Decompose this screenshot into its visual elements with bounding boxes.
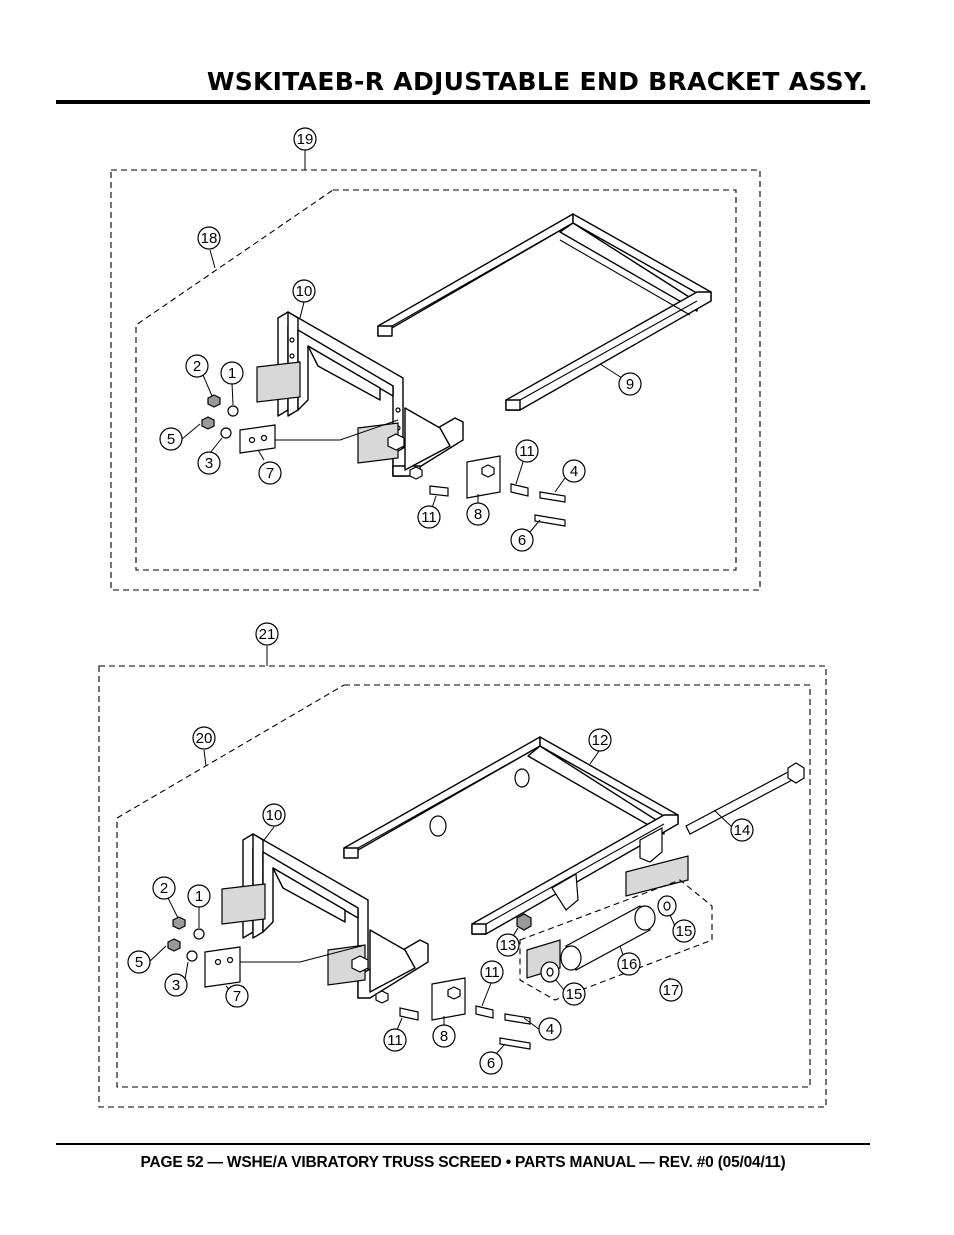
title-rule [56, 100, 870, 104]
bottom-assembly: 21 20 12 10 14 2 1 5 3 7 13 15 16 11 15 … [98, 622, 827, 1108]
top-assembly: 19 18 10 9 2 1 5 3 7 11 4 11 8 6 [110, 127, 761, 591]
extension-frame-part-9 [377, 213, 712, 411]
svg-text:11: 11 [387, 1032, 403, 1049]
assembly-19-boundary [110, 169, 761, 591]
callout-19: 19 [293, 127, 317, 151]
svg-text:3: 3 [172, 977, 180, 994]
svg-text:9: 9 [626, 376, 634, 393]
assembly-21-boundary [98, 665, 827, 1108]
callout-17: 17 [659, 978, 683, 1002]
callout-8: 8 [466, 502, 490, 526]
callout-11: 11 [480, 960, 504, 984]
svg-text:18: 18 [201, 230, 218, 247]
callout-2: 2 [185, 354, 209, 378]
svg-text:12: 12 [592, 732, 609, 749]
callout-5: 5 [159, 427, 183, 451]
callout-8: 8 [432, 1024, 456, 1048]
svg-text:11: 11 [484, 964, 500, 981]
callout-6: 6 [510, 528, 534, 552]
clamp-plate-part-8 [466, 455, 501, 499]
svg-text:8: 8 [474, 506, 482, 523]
svg-text:20: 20 [196, 730, 213, 747]
callout-21: 21 [255, 622, 279, 646]
callout-15: 15 [672, 919, 696, 943]
assembly-18-boundary [135, 189, 737, 571]
svg-text:6: 6 [487, 1055, 495, 1072]
callout-4: 4 [562, 459, 586, 483]
callout-11: 11 [515, 439, 539, 463]
roller-kit-part-17-boundary [519, 879, 713, 1001]
svg-text:2: 2 [160, 880, 168, 897]
svg-text:21: 21 [259, 626, 276, 643]
callout-5: 5 [127, 950, 151, 974]
shim-plate [625, 855, 689, 897]
callout-3: 3 [164, 973, 188, 997]
svg-text:4: 4 [570, 463, 578, 480]
callout-15: 15 [562, 982, 586, 1006]
svg-text:6: 6 [518, 532, 526, 549]
callout-18: 18 [197, 226, 221, 250]
callout-10: 10 [262, 803, 286, 827]
callout-13: 13 [496, 933, 520, 957]
svg-text:15: 15 [566, 986, 583, 1003]
clamp-plate-part-7 [204, 946, 241, 988]
svg-text:8: 8 [440, 1028, 448, 1045]
bottom-hardware [167, 913, 532, 1050]
page-title: WSKITAEB-R ADJUSTABLE END BRACKET ASSY. [206, 67, 868, 96]
svg-text:4: 4 [546, 1021, 554, 1038]
svg-text:5: 5 [167, 431, 175, 448]
callout-11: 11 [417, 505, 441, 529]
callout-1: 1 [220, 361, 244, 385]
svg-text:1: 1 [195, 888, 203, 905]
svg-text:11: 11 [519, 443, 535, 460]
callout-20: 20 [192, 726, 216, 750]
svg-text:17: 17 [663, 982, 680, 999]
frame-part-12 [343, 736, 679, 935]
clamp-plate-part-7 [239, 424, 276, 454]
callout-11: 11 [383, 1028, 407, 1052]
callout-2: 2 [152, 876, 176, 900]
clamp-plate [256, 361, 301, 403]
svg-text:5: 5 [135, 954, 143, 971]
callout-16: 16 [617, 952, 641, 976]
callout-12: 12 [588, 728, 612, 752]
svg-text:1: 1 [228, 365, 236, 382]
callout-7: 7 [225, 984, 249, 1008]
svg-text:19: 19 [297, 131, 314, 148]
callout-14: 14 [730, 818, 754, 842]
callout-10: 10 [292, 279, 316, 303]
callout-1: 1 [187, 884, 211, 908]
svg-text:15: 15 [676, 923, 693, 940]
svg-text:10: 10 [296, 283, 313, 300]
callout-6: 6 [479, 1051, 503, 1075]
callout-3: 3 [197, 451, 221, 475]
callout-4: 4 [538, 1017, 562, 1041]
footer-rule [56, 1143, 870, 1145]
roller-part-16 [560, 905, 656, 971]
clamp-plate-part-8 [431, 977, 466, 1021]
clamp-plate [221, 883, 266, 925]
svg-text:14: 14 [734, 822, 751, 839]
callout-7: 7 [258, 461, 282, 485]
svg-text:16: 16 [621, 956, 638, 973]
top-leaders [181, 150, 623, 533]
svg-text:7: 7 [233, 988, 241, 1005]
assembly-20-boundary [116, 684, 811, 1088]
page-footer: PAGE 52 — WSHE/A VIBRATORY TRUSS SCREED … [140, 1154, 786, 1171]
svg-text:3: 3 [205, 455, 213, 472]
svg-text:11: 11 [421, 509, 437, 526]
svg-text:10: 10 [266, 807, 283, 824]
callout-9: 9 [618, 372, 642, 396]
svg-text:13: 13 [500, 937, 517, 954]
svg-text:2: 2 [193, 358, 201, 375]
svg-text:7: 7 [266, 465, 274, 482]
clamp-plate [327, 944, 366, 986]
top-hardware [201, 394, 566, 527]
